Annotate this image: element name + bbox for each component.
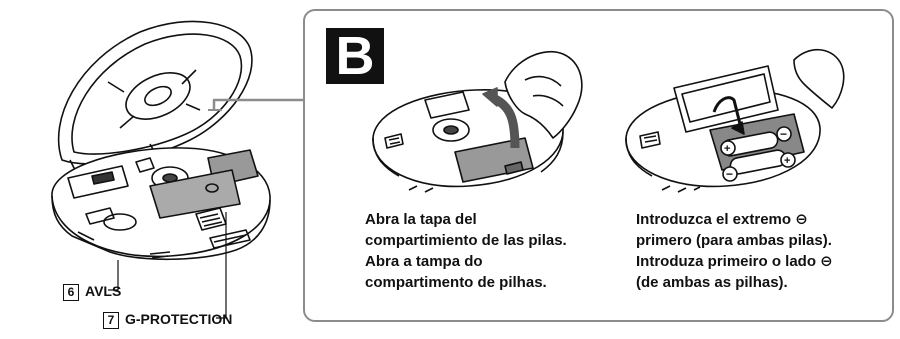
- svg-text:−: −: [726, 167, 733, 181]
- callout-number: 7: [103, 311, 119, 329]
- step2-line: Introduza primeiro o lado ⊖: [636, 253, 833, 270]
- insert-batteries-illustration: + − − +: [625, 48, 845, 193]
- step1-line: compartimento de pilhas.: [365, 274, 547, 291]
- svg-text:−: −: [780, 127, 787, 141]
- step1-caption: Abra la tapa del compartimiento de las p…: [365, 209, 567, 293]
- open-battery-lid-illustration: [372, 50, 583, 193]
- svg-text:+: +: [724, 143, 730, 155]
- callout-avls: 6 AVLS: [63, 283, 121, 301]
- callout-number: 6: [63, 283, 79, 301]
- cd-player-illustration: [51, 20, 303, 319]
- step1-line: Abra a tampa do: [365, 253, 483, 270]
- step2-line: primero (para ambas pilas).: [636, 232, 832, 249]
- callout-label: AVLS: [85, 283, 122, 299]
- svg-text:+: +: [784, 155, 790, 167]
- step2-line: (de ambas as pilhas).: [636, 274, 788, 291]
- step2-caption: Introduzca el extremo ⊖ primero (para am…: [636, 209, 833, 293]
- step1-line: Abra la tapa del: [365, 211, 477, 228]
- callout-label: G-PROTECTION: [125, 311, 233, 327]
- section-letter-badge: B: [326, 28, 384, 84]
- step1-line: compartimiento de las pilas.: [365, 232, 567, 249]
- step2-line: Introduzca el extremo ⊖: [636, 211, 808, 228]
- callout-g-protection: 7 G-PROTECTION: [103, 311, 232, 329]
